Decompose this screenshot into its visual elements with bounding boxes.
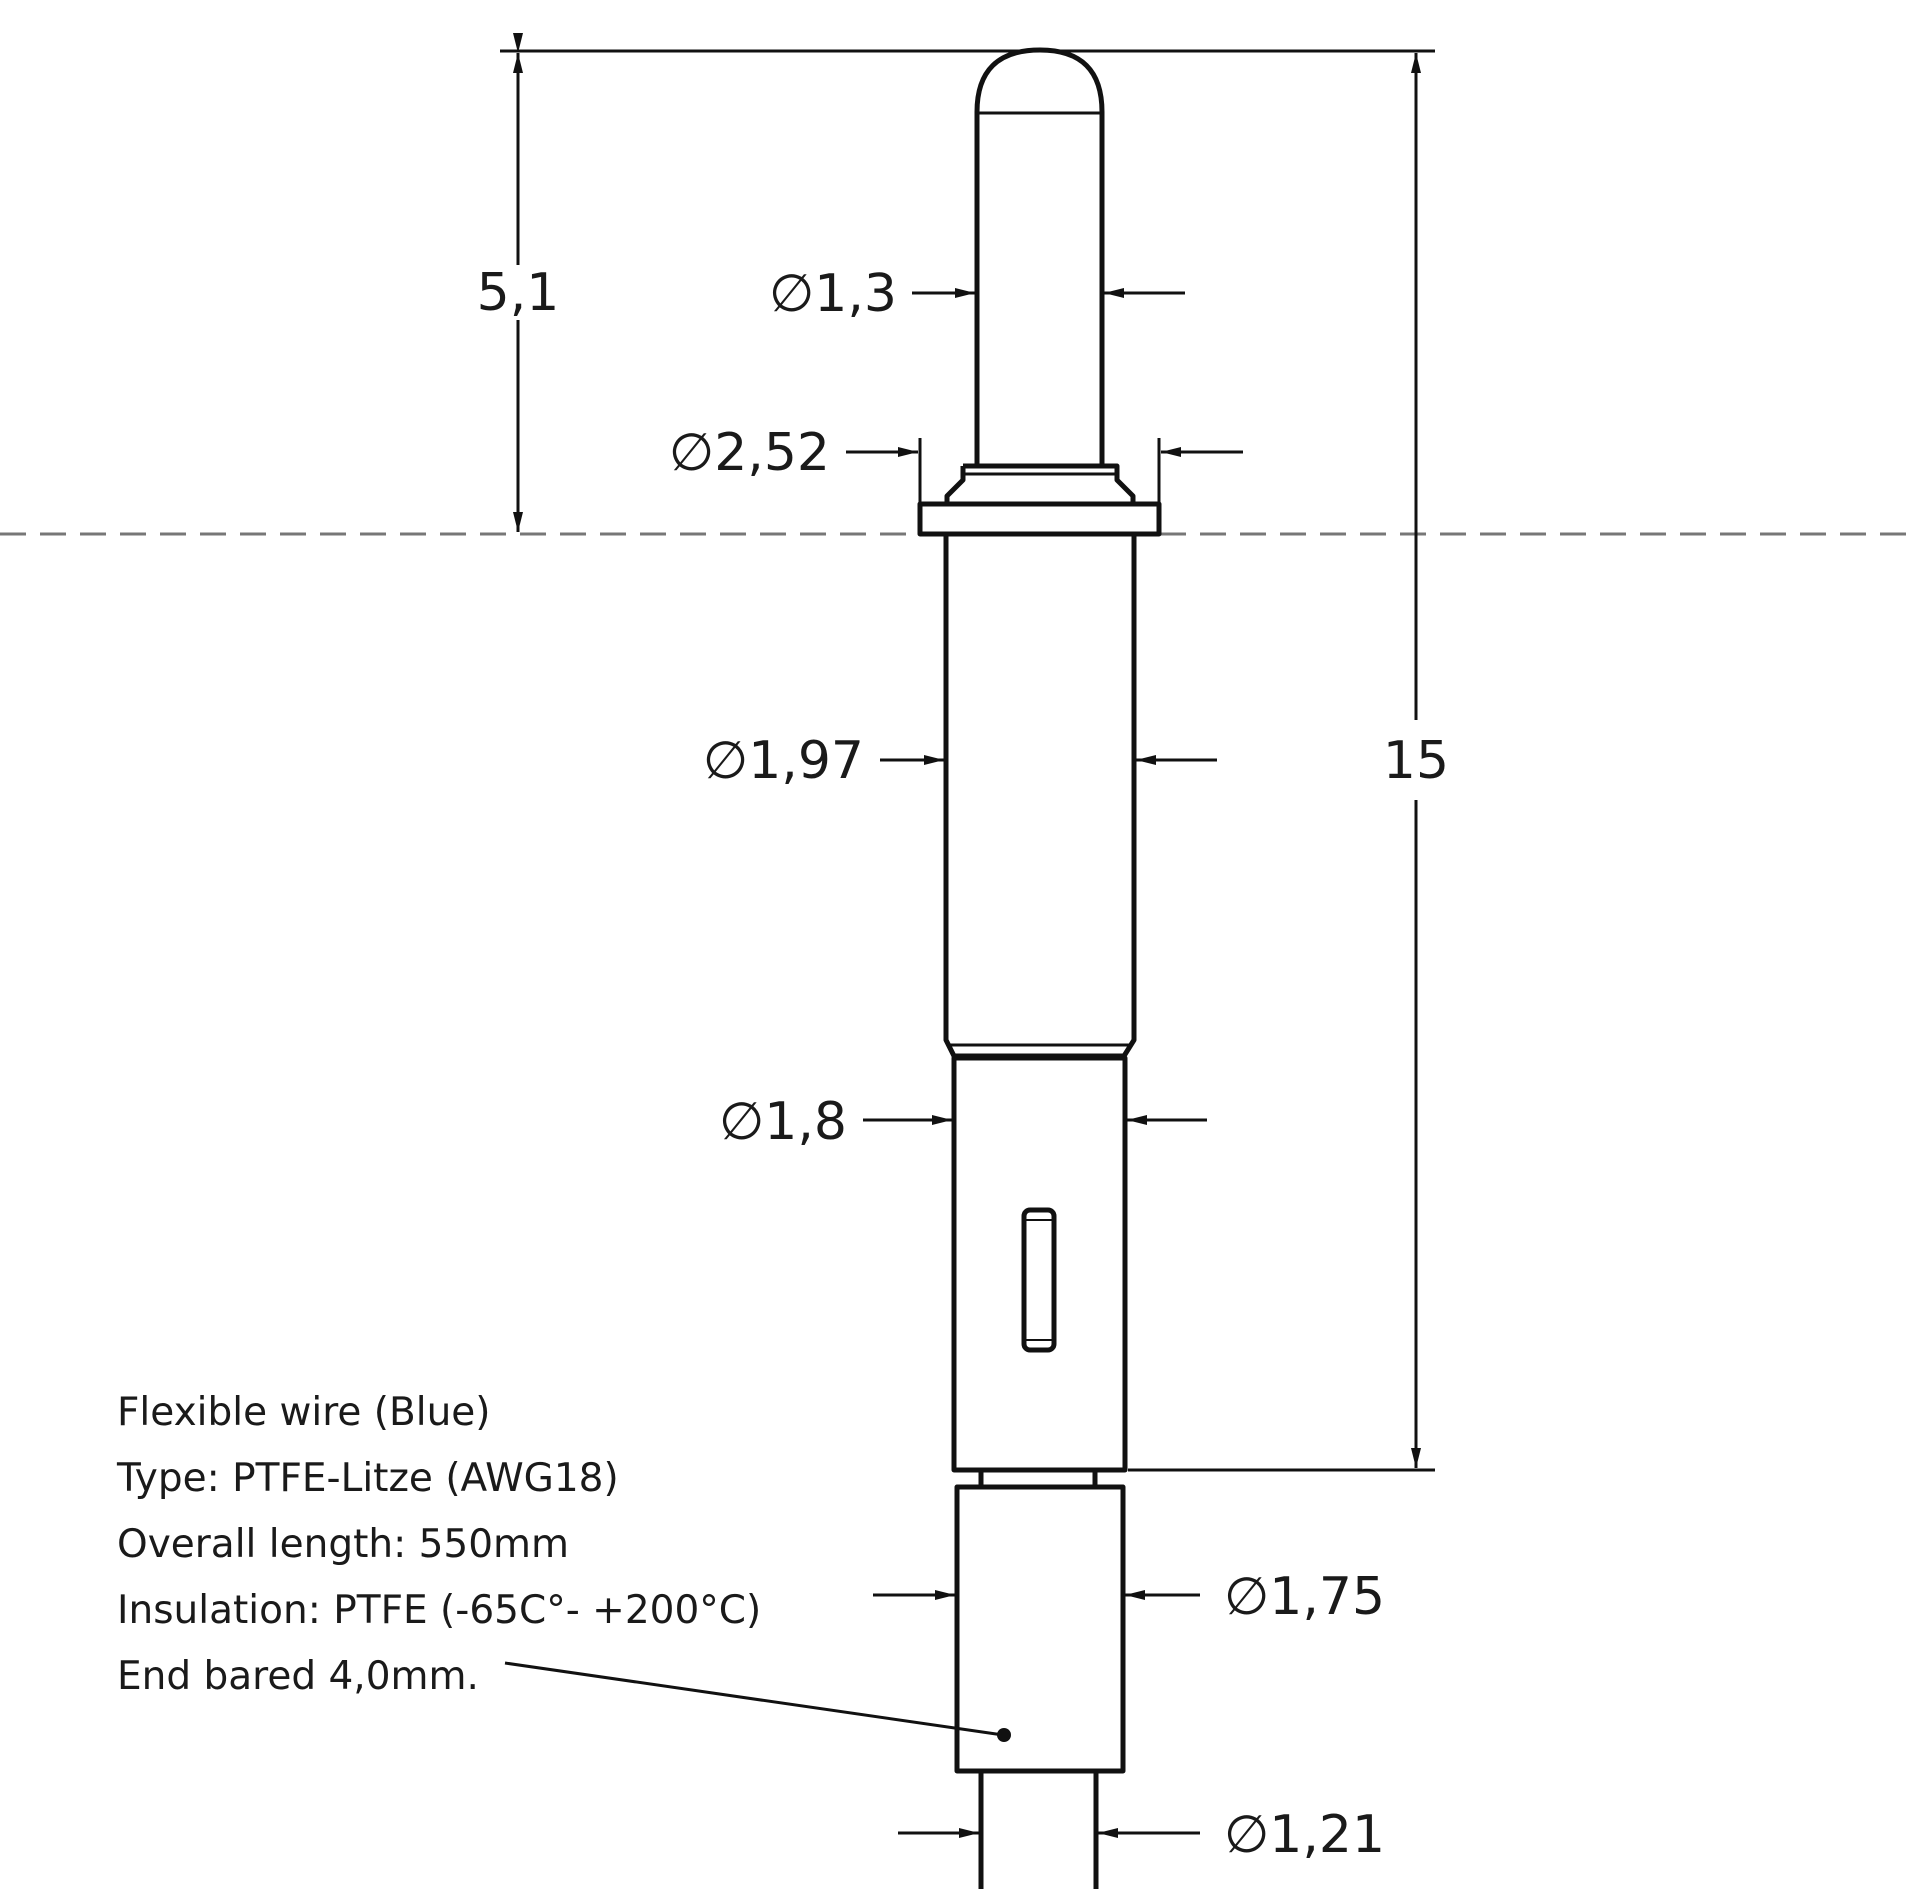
note-line-3: Overall length: 550mm [117, 1522, 569, 1567]
crimp-window [1021, 1207, 1057, 1353]
wire-specification-note: Flexible wire (Blue) Type: PTFE-Litze (A… [116, 1390, 761, 1699]
contact-pin-outline [917, 47, 1162, 1889]
diameter-leaders [504, 288, 1243, 1838]
dim-dia-lower: ∅1,8 [719, 1092, 847, 1152]
note-line-2: Type: PTFE-Litze (AWG18) [116, 1456, 619, 1501]
vertical-dimensions [500, 33, 1435, 1472]
barrel [943, 534, 1137, 1059]
note-line-5: End bared 4,0mm. [117, 1654, 479, 1699]
dim-dia-barrel: ∅1,97 [703, 731, 864, 791]
dim-dia-collar: ∅2,52 [669, 423, 830, 483]
dim-dia-tip: ∅1,3 [769, 264, 897, 324]
insulation-sleeve [954, 1484, 1126, 1774]
dim-tip-length: 5,1 [477, 263, 560, 323]
note-line-4: Insulation: PTFE (-65C°- +200°C) [117, 1588, 761, 1633]
note-leader-dot [997, 1728, 1011, 1742]
collar-flange [917, 501, 1162, 537]
note-line-1: Flexible wire (Blue) [117, 1390, 491, 1435]
lower-body [951, 1055, 1128, 1473]
collar-step [944, 463, 1136, 504]
dim-overall-length: 15 [1383, 731, 1449, 791]
dim-dia-wire: ∅1,21 [1224, 1805, 1385, 1865]
dim-dia-sleeve: ∅1,75 [1224, 1567, 1385, 1627]
note-leader-line [504, 1661, 1004, 1737]
